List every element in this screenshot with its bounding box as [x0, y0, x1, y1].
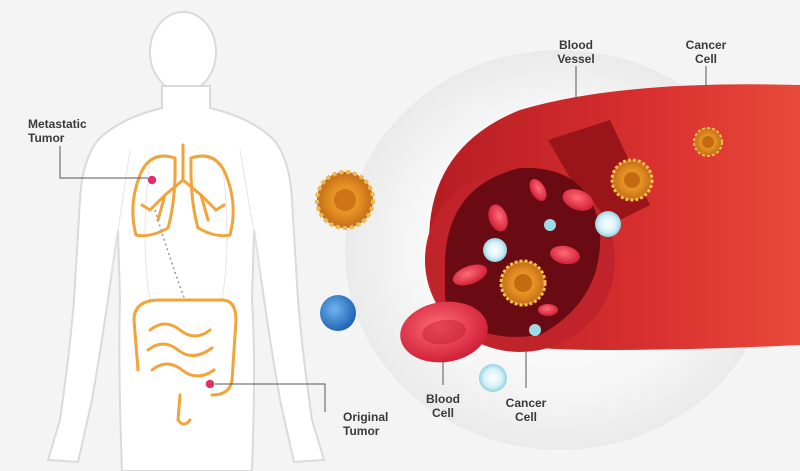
label-metastatic-tumor: Metastatic Tumor: [28, 117, 87, 145]
label-blood-vessel: Blood Vessel: [557, 38, 595, 66]
label-cancer-cell-bottom: Cancer Cell: [505, 396, 547, 424]
label-original-tumor: Original Tumor: [343, 410, 389, 438]
white-blood-cells: [479, 211, 621, 392]
human-body: [46, 11, 326, 471]
intestines: [132, 298, 238, 426]
cancer-cells: [315, 127, 723, 307]
lungs: [131, 143, 235, 238]
original-tumor-dot: [204, 378, 216, 390]
label-cancer-cell-top: Cancer Cell: [685, 38, 727, 66]
metastatic-tumor-dot: [146, 174, 158, 186]
label-blood-cell: Blood Cell: [426, 392, 460, 420]
red-blood-cells: [400, 179, 594, 363]
blue-cell: [320, 295, 356, 331]
metastasis-path: [154, 209, 186, 301]
